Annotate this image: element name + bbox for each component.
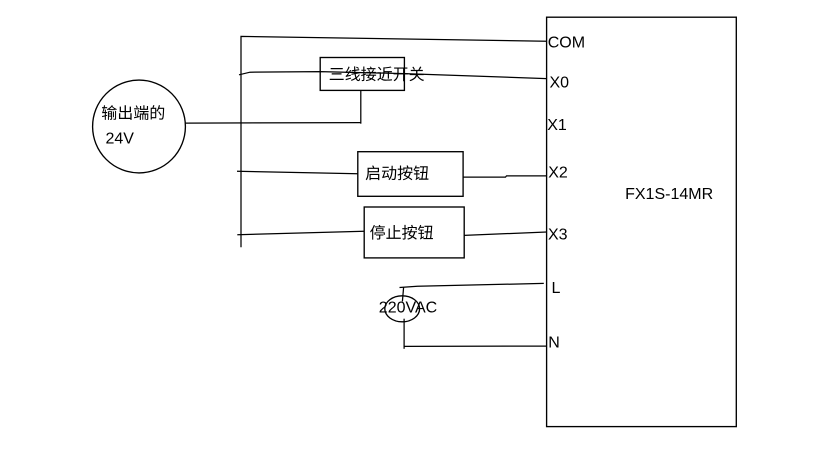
svg-text:COM: COM [548, 35, 585, 52]
svg-text:X0: X0 [550, 75, 570, 92]
svg-text:24V: 24V [106, 131, 135, 148]
svg-text:X3: X3 [548, 227, 568, 244]
svg-text:X1: X1 [547, 117, 567, 134]
svg-text:L: L [552, 280, 561, 297]
svg-text:X2: X2 [548, 164, 568, 181]
svg-text:N: N [548, 335, 560, 352]
svg-text:220VAC: 220VAC [379, 300, 437, 317]
svg-text:FX1S-14MR: FX1S-14MR [625, 186, 713, 203]
